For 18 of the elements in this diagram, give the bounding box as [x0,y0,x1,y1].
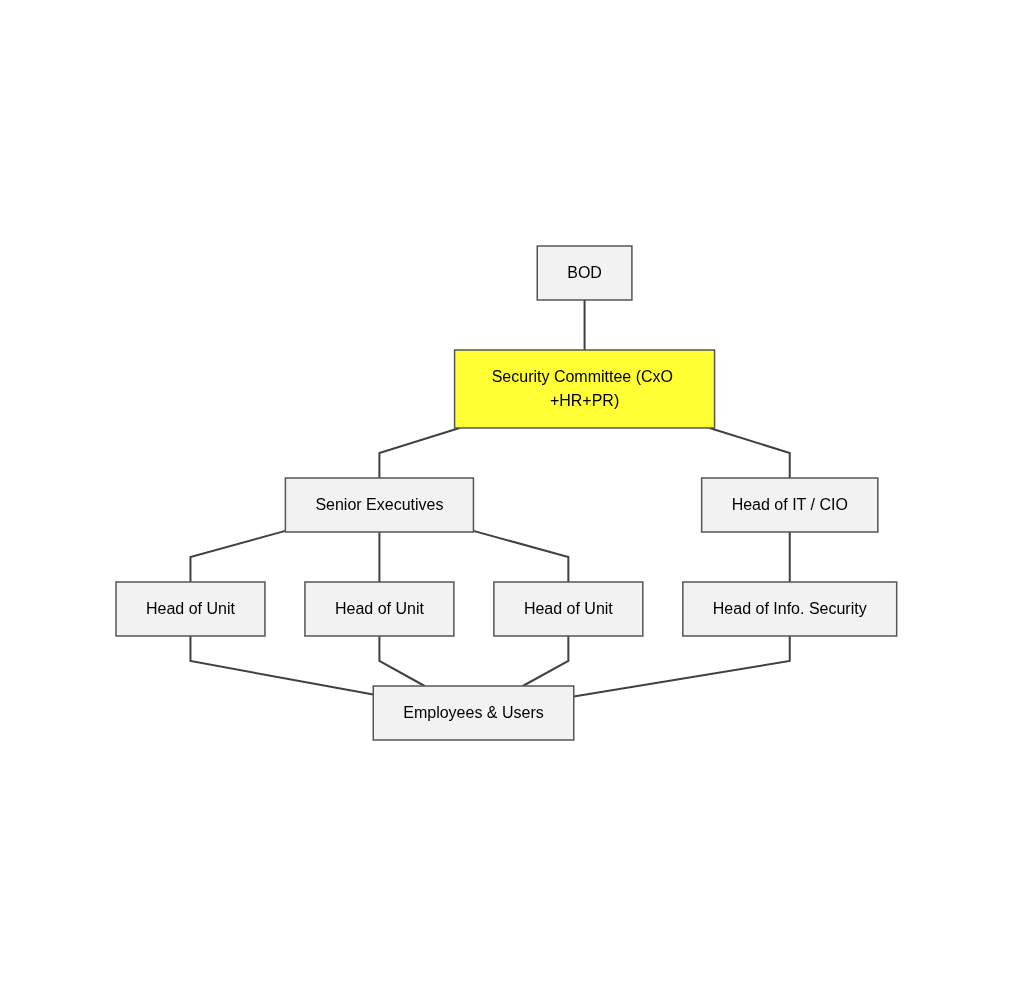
node-box: BOD [536,244,633,301]
node-box: Head of IT / CIO [700,476,879,533]
node-box: Senior Executives [284,476,474,533]
connector [378,634,426,687]
connector [521,634,569,687]
connector [788,530,791,583]
connector [378,426,461,479]
node-box: Head of Unit [303,580,455,637]
node-box: Head of Unit [114,580,266,637]
node-box: Security Committee (CxO +HR+PR) [453,348,715,429]
node-box: Employees & Users [372,684,575,741]
connector [583,298,586,351]
connector [472,529,569,583]
node-box: Head of Unit [492,580,644,637]
node-box: Head of Info. Security [681,580,898,637]
connector [189,529,287,583]
connector [708,426,791,479]
connector [378,530,381,583]
